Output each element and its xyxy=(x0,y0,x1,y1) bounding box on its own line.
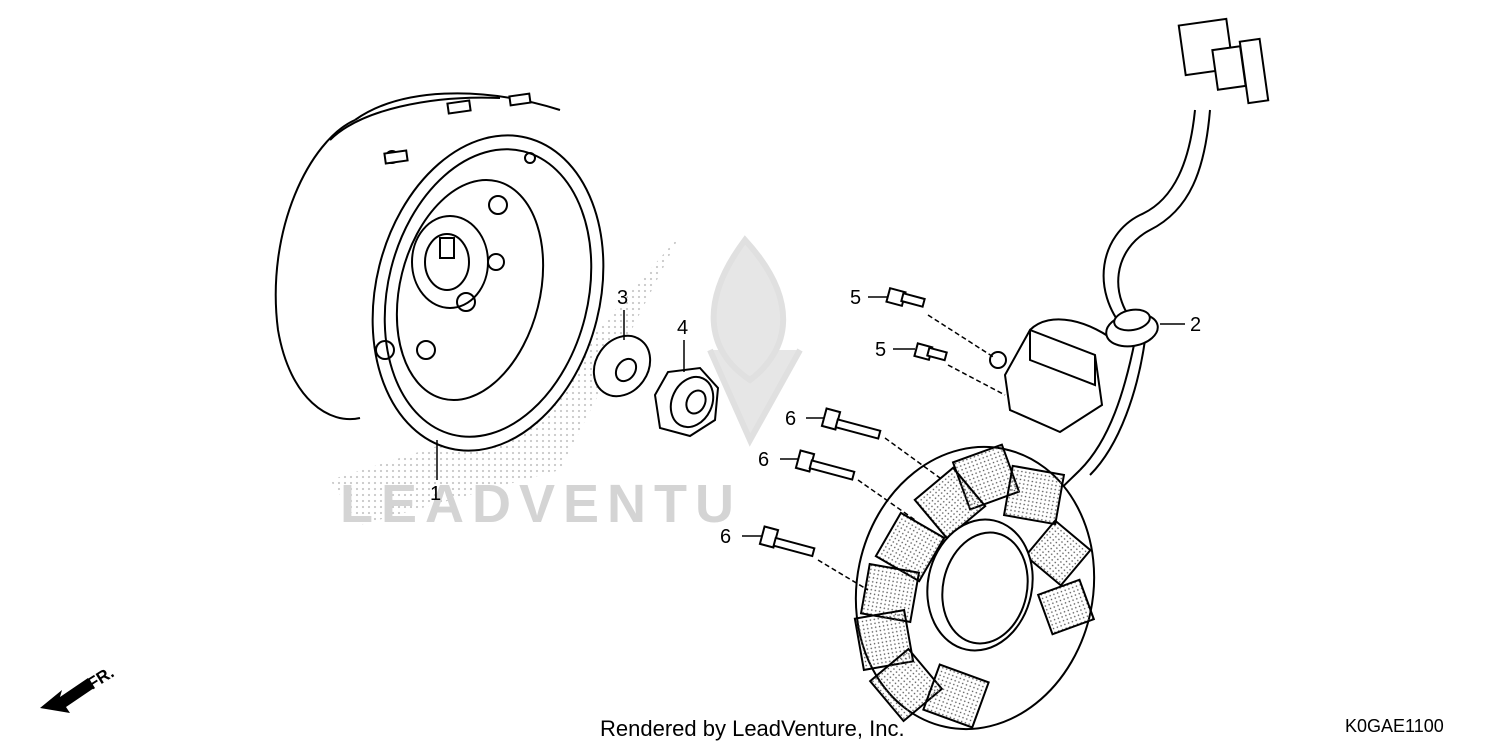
harness-connector xyxy=(1177,17,1270,105)
bolt-5-upper xyxy=(885,286,926,308)
watermark-flame-logo xyxy=(707,235,803,447)
pulse-generator xyxy=(989,328,1104,434)
credit-text: Rendered by LeadVenture, Inc. xyxy=(600,716,905,741)
grommet xyxy=(1105,308,1159,348)
bolt-5-lower xyxy=(913,342,948,362)
callout-3: 3 xyxy=(617,287,628,309)
bolts xyxy=(758,286,948,558)
front-direction-indicator: FR. xyxy=(40,663,117,713)
watermark: LEADVENTU xyxy=(330,235,803,534)
callout-6-lower: 6 xyxy=(720,526,731,548)
leader-lines xyxy=(436,296,1185,591)
bolt-6-middle xyxy=(794,449,856,481)
diagram-code: K0GAE1100 xyxy=(1345,716,1444,736)
stator xyxy=(853,443,1096,731)
bolt-6-upper xyxy=(820,407,882,440)
watermark-text: LEADVENTU xyxy=(340,474,742,534)
callout-6-upper: 6 xyxy=(785,408,796,430)
flywheel-rotor xyxy=(274,92,605,452)
front-arrow-icon xyxy=(40,678,94,713)
washer xyxy=(592,334,652,398)
bolt-6-lower xyxy=(758,525,816,558)
callout-4: 4 xyxy=(677,317,688,339)
flange-nut xyxy=(653,366,720,438)
callout-6-middle: 6 xyxy=(758,449,769,471)
callout-1: 1 xyxy=(430,483,441,505)
wire-harness xyxy=(1029,109,1211,521)
callout-2: 2 xyxy=(1190,314,1201,336)
callout-5-lower: 5 xyxy=(875,339,886,361)
callout-labels: 1 2 3 4 5 5 6 6 6 xyxy=(430,287,1201,548)
watermark-wing-shape xyxy=(330,235,680,525)
callout-5-upper: 5 xyxy=(850,287,861,309)
